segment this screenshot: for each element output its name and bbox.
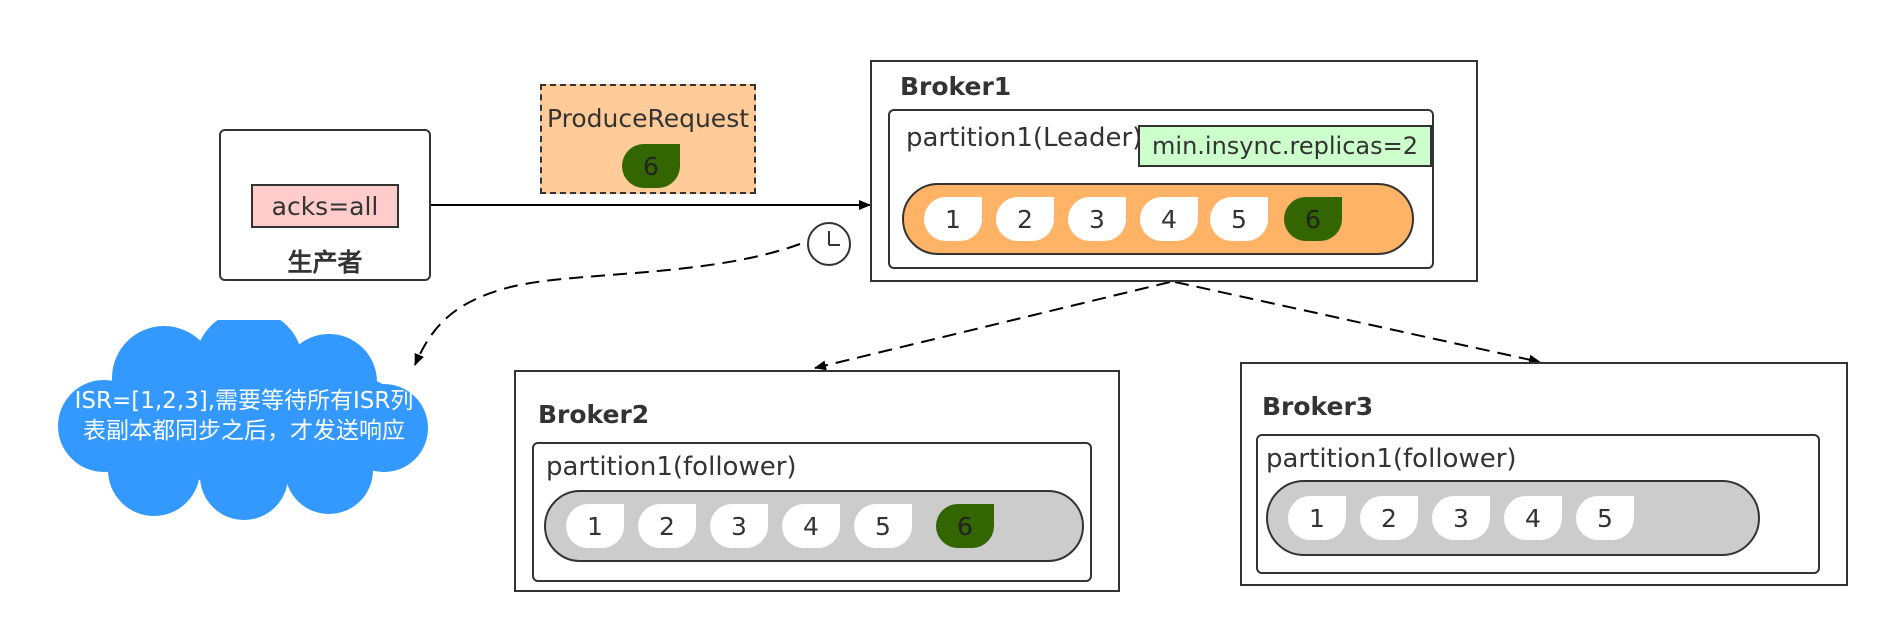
broker2-box: Broker2 partition1(follower) 1 2 3 4 5 6: [514, 370, 1120, 592]
log-message: 5: [1210, 197, 1268, 241]
log-message: 3: [1432, 496, 1490, 540]
log-message: 1: [566, 504, 624, 548]
log-message: 1: [924, 197, 982, 241]
broker2-partition-label: partition1(follower): [546, 452, 797, 482]
isr-note-text: ISR=[1,2,3],需要等待所有ISR列 表副本都同步之后，才发送响应: [54, 386, 434, 446]
log-message: 5: [1576, 496, 1634, 540]
isr-note-line2: 表副本都同步之后，才发送响应: [83, 418, 405, 444]
cloud-shape: [58, 320, 428, 520]
log-message: 4: [1504, 496, 1562, 540]
acks-config-label: acks=all: [271, 191, 379, 221]
broker3-partition-label: partition1(follower): [1266, 444, 1517, 474]
broker3-log: 1 2 3 4 5: [1266, 480, 1760, 556]
log-message: 5: [854, 504, 912, 548]
broker2-title: Broker2: [538, 400, 650, 429]
isr-note-cloud: ISR=[1,2,3],需要等待所有ISR列 表副本都同步之后，才发送响应: [44, 320, 444, 520]
log-message: 4: [782, 504, 840, 548]
broker3-box: Broker3 partition1(follower) 1 2 3 4 5: [1240, 362, 1848, 586]
broker2-log: 1 2 3 4 5 6: [544, 490, 1084, 562]
request-message: 6: [622, 144, 680, 188]
broker1-box: Broker1 partition1(Leader) min.insync.re…: [870, 60, 1478, 282]
clock-icon: [806, 221, 852, 267]
broker2-partition-box: partition1(follower) 1 2 3 4 5 6: [532, 442, 1092, 582]
log-message: 2: [638, 504, 696, 548]
log-message-new: 6: [936, 504, 994, 548]
min-insync-config-label: min.insync.replicas=2: [1152, 132, 1418, 160]
broker1-partition-label: partition1(Leader): [906, 123, 1143, 153]
log-message: 2: [996, 197, 1054, 241]
broker1-partition-box: partition1(Leader) min.insync.replicas=2…: [888, 109, 1434, 269]
replication-arrow-broker2: [814, 281, 1171, 371]
broker1-title: Broker1: [900, 72, 1012, 101]
produce-request-label: ProduceRequest: [546, 104, 750, 133]
log-message: 3: [710, 504, 768, 548]
leader-log: 1 2 3 4 5 6: [902, 183, 1414, 255]
log-message-new: 6: [1284, 197, 1342, 241]
producer-label: 生产者: [287, 248, 363, 277]
acks-config-box: acks=all: [251, 184, 399, 228]
response-wait-arrow: [414, 243, 801, 366]
log-message: 3: [1068, 197, 1126, 241]
replication-arrow-broker3: [1174, 281, 1541, 365]
log-message: 2: [1360, 496, 1418, 540]
log-message: 4: [1140, 197, 1198, 241]
isr-note-line1: ISR=[1,2,3],需要等待所有ISR列: [74, 388, 414, 414]
produce-request-box: ProduceRequest 6: [540, 84, 756, 194]
min-insync-config-box: min.insync.replicas=2: [1138, 125, 1432, 167]
log-message: 1: [1288, 496, 1346, 540]
broker3-title: Broker3: [1262, 392, 1374, 421]
broker3-partition-box: partition1(follower) 1 2 3 4 5: [1256, 434, 1820, 574]
producer-box: acks=all 生产者: [219, 129, 431, 281]
